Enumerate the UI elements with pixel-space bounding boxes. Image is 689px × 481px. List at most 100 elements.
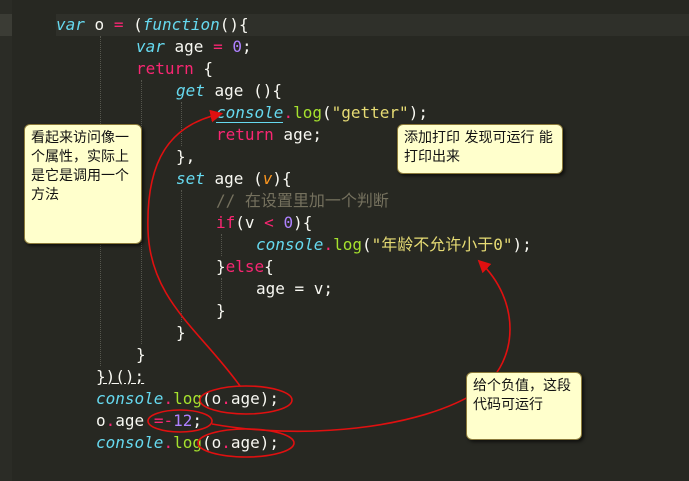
punct: ); — [512, 235, 532, 254]
function-name: log — [333, 235, 362, 254]
code-line-17[interactable]: })(); — [96, 366, 144, 388]
operator: = — [153, 411, 164, 430]
keyword: set — [176, 169, 205, 188]
punct: (o — [201, 433, 222, 452]
punct: } — [176, 323, 186, 342]
code-line-14[interactable]: } — [216, 300, 226, 322]
console-object: console — [96, 389, 164, 408]
operator: = — [113, 15, 124, 34]
code-line-4[interactable]: get age (){ — [176, 80, 282, 102]
function-name: log — [293, 103, 322, 122]
code-line-13[interactable]: age = v; — [256, 278, 333, 300]
identifier: o — [84, 15, 114, 34]
operator: = — [213, 37, 223, 56]
operator: . — [283, 103, 294, 122]
indent-guide — [221, 234, 222, 256]
number: 0 — [232, 37, 242, 56]
current-line-marker — [0, 14, 12, 36]
identifier: age — [164, 37, 214, 56]
keyword: function — [142, 15, 220, 34]
punct: ( — [361, 235, 372, 254]
keyword: var — [136, 37, 165, 56]
string: "getter" — [331, 103, 409, 122]
punct: { — [193, 59, 214, 78]
operator: < — [264, 213, 274, 232]
note-left: 看起来访问像一个属性，实际上是它是调用一个方法 — [24, 124, 142, 244]
code-line-1[interactable]: var o = (function(){ — [56, 14, 689, 36]
punct: } — [216, 301, 226, 320]
console-object: console — [216, 103, 284, 123]
identifier: (v — [235, 213, 265, 232]
keyword: return — [216, 125, 274, 144]
punct: ( — [123, 15, 143, 34]
code-line-6[interactable]: return age; — [216, 124, 322, 146]
identifier: age); — [230, 433, 280, 452]
keyword: get — [176, 81, 205, 100]
indent-guide — [181, 190, 182, 322]
punct: ){ — [293, 213, 313, 232]
punct: ); — [408, 103, 428, 122]
identifier: age (){ — [204, 81, 282, 100]
indent-guide — [221, 278, 222, 300]
code-line-2[interactable]: var age = 0; — [136, 36, 252, 58]
space — [274, 213, 284, 232]
code-line-12[interactable]: }else{ — [216, 256, 274, 278]
punct: ( — [321, 103, 332, 122]
code-line-11[interactable]: console.log("年龄不允许小于0"); — [256, 234, 532, 256]
punct: (o — [201, 389, 222, 408]
note-bottom-right: 给个负值，这段代码可运行 — [466, 372, 582, 440]
code-line-16[interactable]: } — [136, 344, 146, 366]
statement: age = v; — [256, 279, 334, 298]
note-left-text: 看起来访问像一个属性，实际上是它是调用一个方法 — [31, 130, 129, 203]
keyword: if — [216, 213, 236, 232]
number: 0 — [283, 213, 294, 232]
console-object: console — [256, 235, 324, 254]
code-line-15[interactable]: } — [176, 322, 186, 344]
code-line-9[interactable]: // 在设置里加一个判断 — [216, 190, 389, 212]
operator: . — [221, 433, 231, 452]
operator: . — [221, 389, 231, 408]
number: 12 — [173, 411, 193, 430]
punct: })(); — [96, 367, 145, 386]
code-line-18[interactable]: console.log(o.age); — [96, 388, 279, 410]
punct: ; — [192, 411, 202, 430]
keyword: else — [225, 257, 265, 276]
punct: ; — [242, 37, 252, 56]
identifier: age — [115, 411, 154, 430]
editor-gutter — [0, 0, 12, 481]
punct: (){ — [219, 15, 249, 34]
code-line-8[interactable]: set age (v){ — [176, 168, 292, 190]
operator: . — [163, 433, 174, 452]
punct: } — [136, 345, 146, 364]
punct: }, — [176, 147, 196, 166]
code-line-10[interactable]: if(v < 0){ — [216, 212, 312, 234]
code-line-5[interactable]: console.log("getter"); — [216, 102, 428, 124]
function-name: log — [173, 389, 202, 408]
code-line-3[interactable]: return { — [136, 58, 213, 80]
note-bottom-right-text: 给个负值，这段代码可运行 — [473, 378, 571, 413]
note-top-right-text: 添加打印 发现可运行 能打印出来 — [404, 130, 553, 165]
identifier: age ( — [204, 169, 263, 188]
identifier: o — [96, 411, 106, 430]
punct: } — [216, 257, 226, 276]
operator: . — [163, 389, 174, 408]
function-name: log — [173, 433, 202, 452]
operator: . — [323, 235, 334, 254]
identifier: age; — [273, 125, 322, 144]
punct: ){ — [272, 169, 292, 188]
code-line-7[interactable]: }, — [176, 146, 195, 168]
punct: { — [264, 257, 274, 276]
code-line-20[interactable]: console.log(o.age); — [96, 432, 279, 454]
operator: . — [105, 411, 116, 430]
indent-guide — [181, 102, 182, 146]
string: "年龄不允许小于0" — [371, 235, 513, 254]
keyword: return — [136, 59, 194, 78]
keyword: var — [56, 15, 85, 34]
parameter: v — [262, 169, 273, 188]
console-object: console — [96, 433, 164, 452]
identifier: age); — [230, 389, 280, 408]
code-line-19[interactable]: o.age =-12; — [96, 410, 202, 432]
comment: // 在设置里加一个判断 — [216, 191, 389, 210]
note-top-right: 添加打印 发现可运行 能打印出来 — [397, 124, 563, 174]
operator: - — [163, 411, 174, 430]
